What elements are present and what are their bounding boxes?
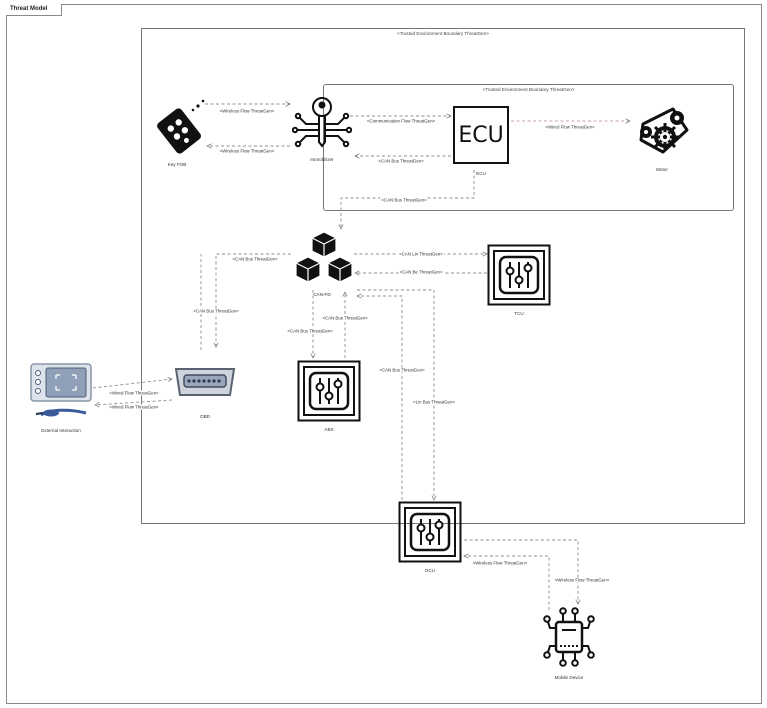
flow-label-ext-to-obd[interactable]: <Wired Flow ThreatGen>: [108, 390, 160, 396]
abs-node[interactable]: [297, 360, 361, 422]
motor-gear-icon: [639, 107, 689, 154]
flow-label-ecu-to-immo[interactable]: <CAN Bus ThreatGen>: [377, 158, 425, 164]
flow-label-dcu-to-canfd[interactable]: <CAN Bus ThreatGen>: [378, 367, 426, 373]
flow-label-fob-to-immo[interactable]: <Wireless Flow ThreatGen>: [218, 108, 276, 114]
frame-title: Threat Model: [6, 4, 63, 16]
flow-label-immo-to-ecu[interactable]: <Communication Flow ThreatGen>: [365, 118, 437, 124]
flow-line-canfd-to-dcu: [357, 289, 434, 500]
obd-label: OBD: [200, 414, 210, 419]
mobile-device-icon: [543, 607, 595, 667]
control-panel-icon: [297, 360, 361, 422]
inner-boundary-label: <Trusted Environment Boundary ThreatGen>: [482, 87, 575, 92]
inner-trust-boundary[interactable]: <Trusted Environment Boundary ThreatGen>: [323, 84, 734, 211]
flow-label-canfd-to-tcu[interactable]: <CAN Lin ThreatGen>: [398, 251, 444, 257]
flow-line-obd-to-ext: [95, 399, 173, 405]
outer-boundary-label: <Trusted Environment Boundary ThreatGen>: [397, 31, 489, 36]
flow-label-ecu-to-motor[interactable]: <Wired Flow ThreatGen>: [544, 124, 596, 130]
abs-label: ABS: [324, 427, 334, 432]
flow-label-mobile-to-dcu[interactable]: <Wireless Flow ThreatGen>: [471, 560, 529, 566]
network-cubes-icon: [295, 231, 353, 283]
obd-node[interactable]: [172, 366, 238, 398]
obd-connector-icon: [174, 368, 236, 396]
flow-label-immo-to-fob[interactable]: <Wireless Flow ThreatGen>: [218, 148, 276, 154]
key-fob-node[interactable]: [148, 96, 208, 156]
flow-label-canfd-to-abs[interactable]: <CAN Bus ThreatGen>: [286, 328, 334, 334]
canfd-label: CAN-FD: [313, 292, 331, 297]
key-fob-icon: [157, 99, 205, 154]
control-panel-icon: [398, 501, 462, 563]
immobilizer-icon: [291, 97, 353, 148]
diagnostic-tablet-icon: [30, 363, 92, 417]
motor-node[interactable]: [633, 104, 691, 158]
key-fob-label: Key FOB: [167, 162, 187, 167]
dcu-node[interactable]: [398, 501, 462, 563]
motor-label: Motor: [656, 167, 668, 172]
mobile-device-label: Mobile Device: [554, 675, 584, 680]
ecu-node[interactable]: ECU: [453, 106, 509, 164]
tcu-label: TCU: [514, 311, 524, 316]
immobilizer-node[interactable]: [291, 94, 353, 154]
flow-line-mobile-to-dcu: [464, 556, 550, 610]
flow-line-ext-to-obd: [92, 379, 172, 389]
flow-label-obd-to-canfd[interactable]: <CAN Bus ThreatGen>: [192, 308, 240, 314]
flow-label-dcu-to-mobile[interactable]: <Wireless Flow ThreatGen>: [553, 577, 611, 583]
immobilizer-label: Immobilizer: [310, 157, 334, 162]
ecu-label: ECU: [476, 171, 486, 176]
flow-label-tcu-to-canfd[interactable]: <CAN Be ThreatGen>: [398, 269, 444, 275]
flow-label-canfd-to-dcu[interactable]: <Lin Bus ThreatGen>: [412, 399, 456, 405]
flow-line-dcu-to-mobile: [464, 539, 578, 604]
dcu-label: DCU: [425, 568, 435, 573]
flow-label-ecu-to-canfd[interactable]: <CAN Bus ThreatGen>: [380, 197, 428, 203]
control-panel-icon: [487, 244, 551, 306]
flow-label-abs-to-canfd[interactable]: <CAN Bus ThreatGen>: [321, 315, 369, 321]
external-interaction-label: External Interaction: [41, 428, 81, 433]
flow-line-dcu-to-canfd: [357, 296, 403, 500]
mobile-device-node[interactable]: [539, 606, 599, 668]
tcu-node[interactable]: [487, 244, 551, 306]
flow-label-canfd-to-obd[interactable]: <CAN Bus ThreatGen>: [231, 256, 279, 262]
external-interaction-node[interactable]: [30, 363, 92, 425]
ecu-box-text: ECU: [458, 122, 504, 148]
flow-label-obd-to-ext[interactable]: <Wired Flow ThreatGen>: [108, 404, 160, 410]
canfd-node[interactable]: [294, 230, 354, 286]
flow-line-canfd-to-obd: [216, 253, 291, 347]
